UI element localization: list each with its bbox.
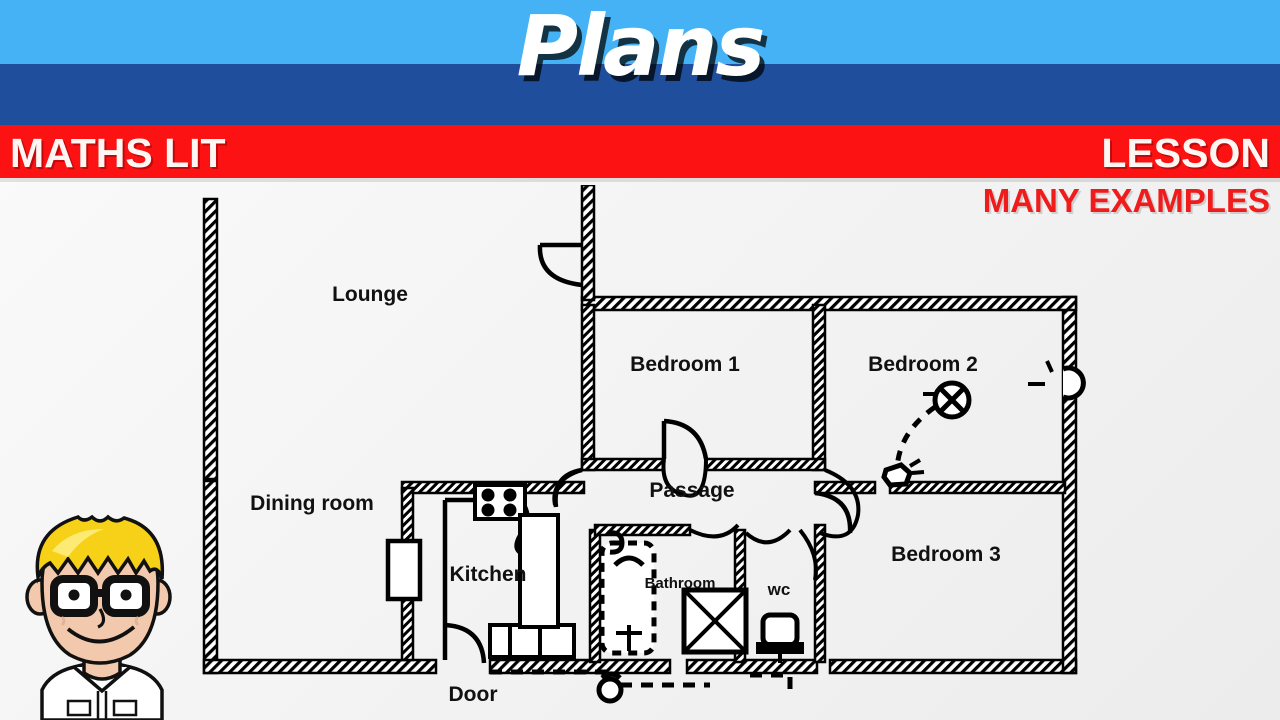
mascot-cheek-right [134, 616, 139, 626]
mascot-cheek-left [61, 616, 66, 626]
lesson-label: LESSON [1101, 130, 1270, 176]
door-swing-icon-front [537, 242, 583, 288]
mascot-cartoon-boy [12, 505, 192, 720]
room-label-dining-room: Dining room [250, 492, 374, 515]
door-swing-icon-passage-left [553, 467, 583, 508]
interior-wall-bedroom2-bedroom3 [888, 480, 1067, 495]
header-band-light-blue [0, 0, 1280, 64]
door-swing-icon-bedroom3 [814, 490, 853, 534]
page-title: Plans [516, 0, 766, 95]
mascot-glasses [50, 575, 150, 617]
wall-socket-icon [1028, 360, 1086, 401]
plumbing-lines [490, 669, 793, 690]
header-band-red [0, 125, 1280, 178]
mascot-hair-highlight [52, 529, 104, 557]
room-label-bedroom-3: Bedroom 3 [891, 543, 1001, 566]
tall-cabinet-icon [518, 513, 560, 629]
plumbing-fitting [596, 671, 624, 704]
interior-wall-lounge-bedroom1 [580, 303, 596, 472]
mascot-eye-left [68, 589, 80, 601]
annotation-label-door: Door [449, 683, 498, 705]
interior-wall-bedroom1-bedroom2 [811, 303, 827, 472]
exterior-wall-top-bedrooms [580, 295, 1078, 312]
shower-icon [681, 587, 749, 655]
mascot-eye-right [120, 589, 132, 601]
floor-plan-diagram: Lounge Dining room Kitchen Bathroom Pass… [190, 185, 1090, 705]
room-label-lounge: Lounge [332, 283, 408, 306]
many-examples-label: MANY EXAMPLES [982, 182, 1270, 219]
interior-wall-bedroom1-passage [580, 457, 666, 472]
fixtures [385, 483, 804, 663]
cupboard-icon [385, 538, 423, 602]
header-band-dark-blue [0, 64, 1280, 125]
toilet-icon [756, 612, 804, 663]
room-label-bedroom-1: Bedroom 1 [630, 353, 740, 376]
subject-label: MATHS LIT [10, 130, 226, 176]
electrical-symbols [881, 360, 1086, 488]
wiring-line [894, 404, 937, 478]
door-swing-icon-kitchen [444, 622, 487, 664]
bath-icon [599, 540, 657, 656]
room-label-passage: Passage [649, 479, 734, 502]
interior-wall-bedroom3-left [813, 523, 827, 664]
doors [444, 242, 853, 664]
mascot-nose [97, 608, 106, 629]
mascot-smile [66, 625, 136, 644]
basin-icon [607, 530, 625, 555]
exterior-wall-left [202, 197, 219, 675]
interior-wall-bathroom-left [588, 528, 602, 664]
room-label-kitchen: Kitchen [449, 563, 526, 586]
exterior-wall-bottom [202, 658, 1078, 675]
door-swing-icon-bedroom1 [661, 418, 709, 460]
room-label-bedroom-2: Bedroom 2 [868, 353, 978, 376]
interior-wall-lounge-right [580, 185, 596, 302]
annotation-label-wc: wc [767, 580, 791, 599]
stove-icon [473, 483, 527, 521]
header-band-shadow [0, 178, 1280, 182]
mascot-hair [35, 514, 165, 584]
sink-icon [488, 623, 576, 659]
room-label-bathroom: Bathroom [645, 575, 716, 592]
ceiling-light-icon [923, 380, 972, 420]
light-switch-icon [881, 458, 925, 488]
interior-wall-bedroom1-passage-2 [704, 457, 827, 472]
